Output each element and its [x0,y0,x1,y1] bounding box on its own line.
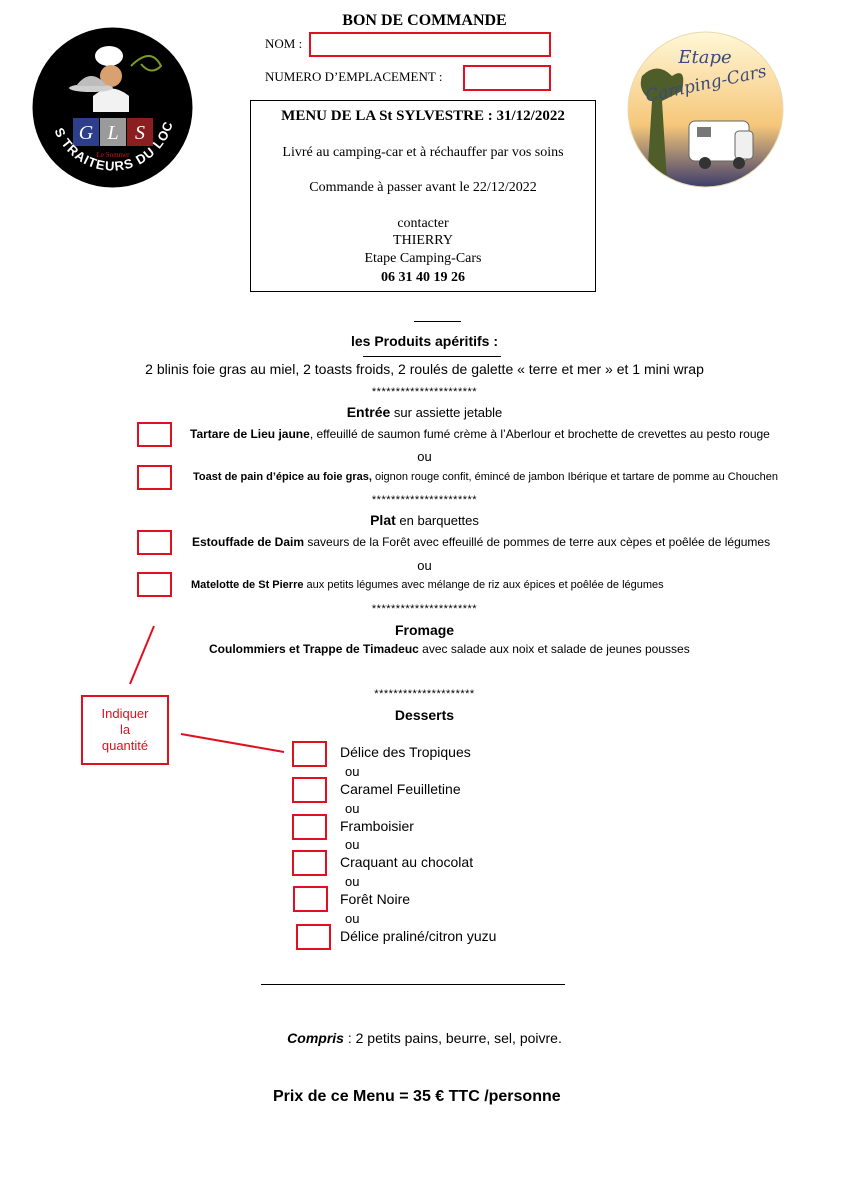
plat-option2-name: Matelotte de St Pierre [191,579,304,591]
entree-option1-quantity[interactable] [137,422,172,447]
annotation-line2: la [119,722,131,737]
annotation-line-up [129,625,155,685]
compris-label: Compris [287,1030,344,1046]
dessert-quantity-6[interactable] [296,924,331,950]
dessert-quantity-5[interactable] [293,886,328,912]
entree-option1: Tartare de Lieu jaune, effeuillé de saum… [190,427,770,441]
entree-or: ou [417,449,432,464]
fromage-name: Coulommiers et Trappe de Timadeuc [209,642,419,656]
delivery-text: Livré au camping-car et à réchauffer par… [282,145,564,160]
plat-title: Plat [370,512,396,528]
aperitifs-underline [363,356,501,357]
plat-option1: Estouffade de Daim saveurs de la Forêt a… [192,535,770,549]
footer-divider [261,984,565,985]
entree-option2-desc: oignon rouge confit, émincé de jambon Ib… [371,471,778,483]
fromage-desc: Coulommiers et Trappe de Timadeuc avec s… [209,642,690,656]
fromage-title: Fromage [394,622,455,638]
dessert-quantity-4[interactable] [292,850,327,876]
contact-company: Etape Camping-Cars [364,251,482,266]
dessert-or: ou [345,837,360,852]
logo-small-text: Le Sommer [97,151,131,159]
entree-option1-desc: , effeuillé de saumon fumé crème à l’Abe… [309,427,770,441]
entree-title: Entrée [346,404,391,420]
desserts-title: Desserts [394,707,455,723]
dessert-quantity-3[interactable] [292,814,327,840]
etape-camping-cars-logo: Etape Camping-Cars [627,31,784,188]
annotation-line-right [180,733,285,753]
dessert-item-3: Framboisier [340,818,414,834]
fromage-rest: avec salade aux noix et salade de jeunes… [418,642,690,656]
annotation-line1: Indiquer [101,706,149,721]
emplacement-label: NUMERO D’EMPLACEMENT : [265,69,443,84]
entree-option2: Toast de pain d’épice au foie gras, oign… [193,471,778,483]
dessert-quantity-2[interactable] [292,777,327,803]
annotation-line3: quantité [101,738,149,753]
entree-option2-name: Toast de pain d’épice au foie gras, [193,471,372,483]
entree-option2-quantity[interactable] [137,465,172,490]
logo-initial-l: L [106,122,118,144]
dessert-or: ou [345,874,360,889]
plat-heading: Plat en barquettes [0,512,849,528]
menu-price: Prix de ce Menu = 35 € TTC /personne [273,1088,561,1105]
compris-text: : 2 petits pains, beurre, sel, poivre. [343,1030,562,1046]
aperitifs-text: 2 blinis foie gras au miel, 2 toasts fro… [145,361,704,377]
dessert-or: ou [345,764,360,779]
plat-option1-name: Estouffade de Daim [192,535,305,549]
plat-subtitle: en barquettes [395,513,479,528]
plat-option1-desc: saveurs de la Forêt avec effeuillé de po… [304,535,771,549]
entree-subtitle: sur assiette jetable [390,405,503,420]
logo-initial-g: G [79,122,94,144]
deadline-text: Commande à passer avant le 22/12/2022 [309,180,537,195]
contact-label: contacter [397,216,449,231]
entree-heading: Entrée sur assiette jetable [0,404,849,420]
compris-line: Compris : 2 petits pains, beurre, sel, p… [0,1030,849,1046]
dessert-item-6: Délice praliné/citron yuzu [340,928,497,944]
divider-short [414,321,461,322]
dessert-or: ou [345,801,360,816]
plat-option2-quantity[interactable] [137,572,172,597]
traiteurs-logo: G L S Le Sommer LES TRAITEURS DU LOCH [26,14,194,189]
logo-initial-s: S [135,122,145,144]
dessert-item-5: Forêt Noire [340,891,411,907]
form-title: BON DE COMMANDE [342,12,507,29]
separator-4: ********************* [374,688,475,700]
nom-input[interactable] [309,32,551,57]
plat-option2: Matelotte de St Pierre aux petits légume… [191,579,664,591]
menu-title: MENU DE LA St SYLVESTRE : 31/12/2022 [281,108,565,124]
logo-right-line1: Etape [677,47,731,68]
aperitifs-title: les Produits apéritifs : [350,333,499,349]
plat-or: ou [417,558,432,573]
entree-option1-name: Tartare de Lieu jaune [190,427,310,441]
dessert-or: ou [345,911,360,926]
dessert-item-4: Craquant au chocolat [340,854,474,870]
separator-2: ********************** [371,494,478,506]
dessert-item-2: Caramel Feuilletine [340,781,461,797]
contact-name: THIERRY [393,233,453,248]
contact-phone: 06 31 40 19 26 [381,270,465,285]
dessert-item-1: Délice des Tropiques [340,744,471,760]
plat-option2-desc: aux petits légumes avec mélange de riz a… [303,579,664,591]
menu-info-box: MENU DE LA St SYLVESTRE : 31/12/2022 Liv… [250,100,596,292]
separator-3: ********************** [371,603,478,615]
nom-label: NOM : [265,36,303,51]
annotation-box: Indiquer la quantité [81,695,169,765]
dessert-quantity-1[interactable] [292,741,327,767]
emplacement-input[interactable] [463,65,551,91]
plat-option1-quantity[interactable] [137,530,172,555]
separator-1: ********************** [371,386,478,398]
